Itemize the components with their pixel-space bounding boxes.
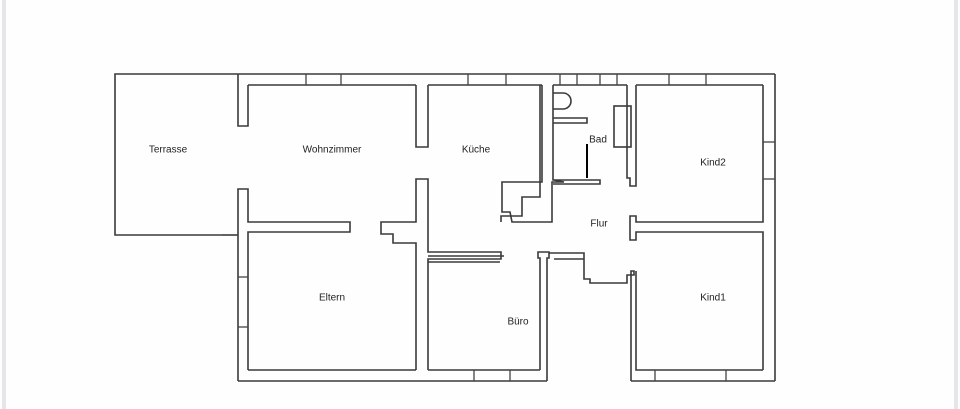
room-label-kind2: Kind2 [700,157,726,169]
buero-room [428,251,635,381]
room-label-kueche: Küche [461,144,491,156]
kind2-room [629,74,776,381]
left-edge-strip [2,0,6,409]
room-label-eltern: Eltern [318,292,346,304]
kitchen-stair-wall [500,85,601,223]
room-label-bad: Bad [589,134,607,146]
kind1-room [635,271,763,371]
west-wall [222,74,351,381]
terrace-outline [114,73,238,236]
room-label-kind1: Kind1 [700,292,726,304]
room-label-flur: Flur [590,218,608,230]
outer-wall-top [238,73,775,86]
room-label-wohnzimmer: Wohnzimmer [302,144,362,156]
room-label-terrasse: Terrasse [148,144,188,156]
bathroom [553,85,637,187]
room-label-buero: Büro [507,316,529,328]
right-edge-strip [954,0,958,409]
living-kitchen-wall [380,85,504,370]
outer-wall-bottom [238,369,775,382]
